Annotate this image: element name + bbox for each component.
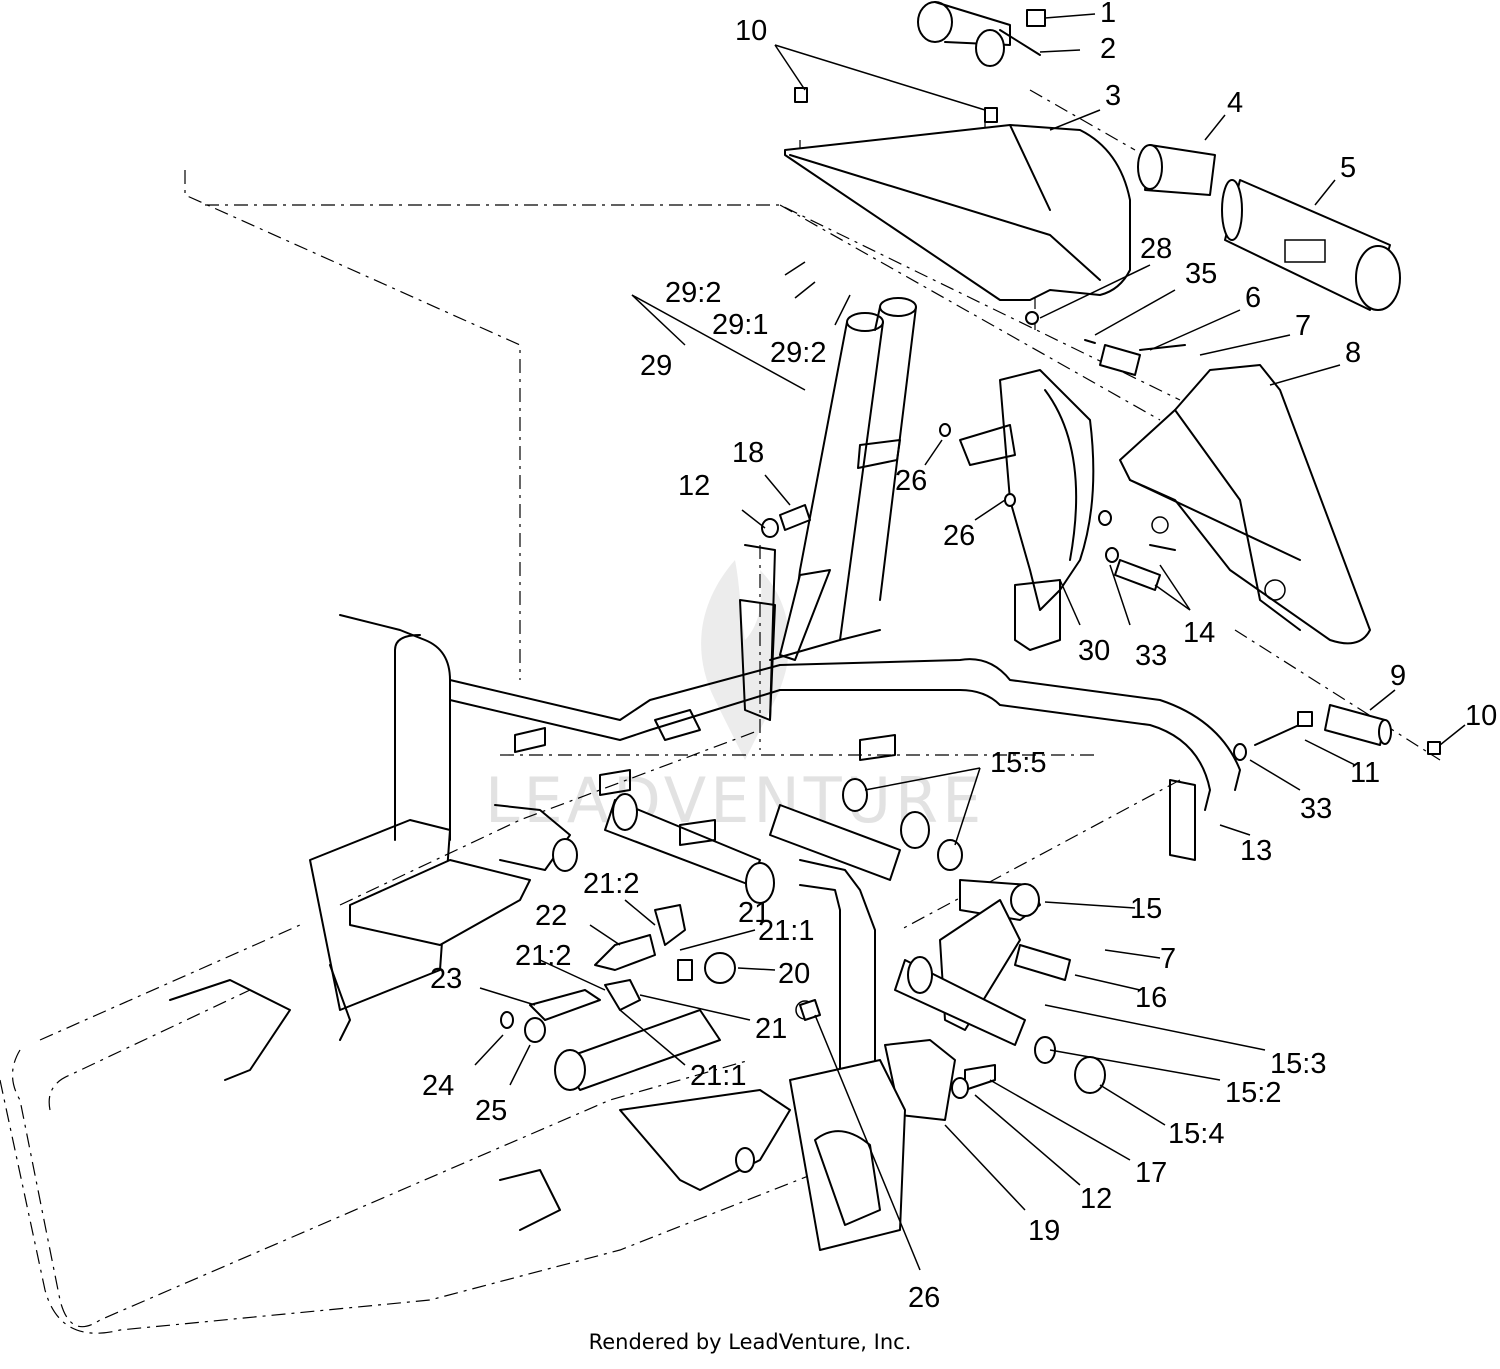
watermark-logo-icon (701, 560, 790, 760)
callout-label: 7 (1160, 943, 1176, 975)
control-lever-tubes (739, 297, 917, 721)
callout-label: 21:2 (515, 940, 571, 972)
bolts-left (761, 87, 998, 538)
callout-label: 15:4 (1168, 1118, 1224, 1150)
callout-label: 15:3 (1270, 1048, 1326, 1080)
callout-label: 33 (1135, 640, 1167, 672)
leader-lines (474, 13, 1466, 1271)
callout-label: 4 (1227, 87, 1243, 119)
main-frame (0, 729, 901, 1334)
callout-label: 29:2 (665, 277, 721, 309)
callout-label: 26 (908, 1282, 940, 1314)
callout-label: 23 (430, 963, 462, 995)
callout-label: 22 (535, 900, 567, 932)
callout-label: 26 (895, 465, 927, 497)
callout-label: 21:1 (690, 1060, 746, 1092)
callout-label: 16 (1135, 982, 1167, 1014)
hand-grips (1137, 144, 1401, 311)
callout-label: 29:2 (770, 337, 826, 369)
small-bracket (514, 709, 896, 846)
callout-label: 35 (1185, 258, 1217, 290)
callout-label: 30 (1078, 635, 1110, 667)
callout-label: 15 (1130, 893, 1162, 925)
right-bracket-plate (1119, 364, 1371, 645)
callout-label: 21:1 (758, 915, 814, 947)
callout-label: 14 (1183, 617, 1215, 649)
callout-label: 9 (1390, 660, 1406, 692)
callout-label: 8 (1345, 337, 1361, 369)
callout-label: 21 (738, 897, 770, 929)
lower-mount (619, 999, 996, 1251)
callout-labels: 1 2 3 4 5 10 28 35 6 7 8 29:2 29:1 29:2 … (422, 0, 1497, 1314)
callout-label: 33 (1300, 793, 1332, 825)
pivot-shaft-assembly (604, 778, 1106, 1094)
callout-label: 12 (678, 470, 710, 502)
top-cover (784, 124, 1131, 301)
callout-label: 11 (1350, 757, 1380, 789)
watermark: LEADVENTURE (485, 560, 985, 837)
callout-label: 13 (1240, 835, 1272, 867)
pins-upper (1025, 311, 1186, 591)
control-arm-tube (449, 658, 1241, 861)
callout-label: 5 (1340, 152, 1356, 184)
footer-credit: Rendered by LeadVenture, Inc. (588, 1330, 912, 1354)
callout-label: 25 (475, 1095, 507, 1127)
hydraulic-fittings (500, 904, 736, 1091)
callout-label: 18 (732, 437, 764, 469)
callout-label: 1 (1100, 0, 1116, 29)
callout-label: 20 (778, 958, 810, 990)
callout-label: 21 (755, 1013, 787, 1045)
pins-right (1233, 704, 1441, 761)
callout-label: 26 (943, 520, 975, 552)
callout-label: 3 (1105, 80, 1121, 112)
callout-label: 2 (1100, 33, 1116, 65)
pivot-bracket (939, 369, 1095, 651)
callout-label: 24 (422, 1070, 454, 1102)
callout-label: 17 (1135, 1157, 1167, 1189)
left-frame-bracket (309, 614, 578, 1041)
callout-label: 29 (640, 350, 672, 382)
callout-label: 29:1 (712, 309, 768, 341)
cup-brackets (917, 1, 1046, 67)
callout-label: 15:2 (1225, 1077, 1281, 1109)
callout-label: 12 (1080, 1183, 1112, 1215)
callout-label: 10 (735, 15, 767, 47)
callout-label: 15:5 (990, 747, 1046, 779)
callout-label: 7 (1295, 310, 1311, 342)
callout-label: 21:2 (583, 868, 639, 900)
callout-label: 19 (1028, 1215, 1060, 1247)
callout-label: 10 (1465, 700, 1497, 732)
callout-label: 28 (1140, 233, 1172, 265)
watermark-text: LEADVENTURE (485, 764, 985, 837)
callout-label: 6 (1245, 282, 1261, 314)
